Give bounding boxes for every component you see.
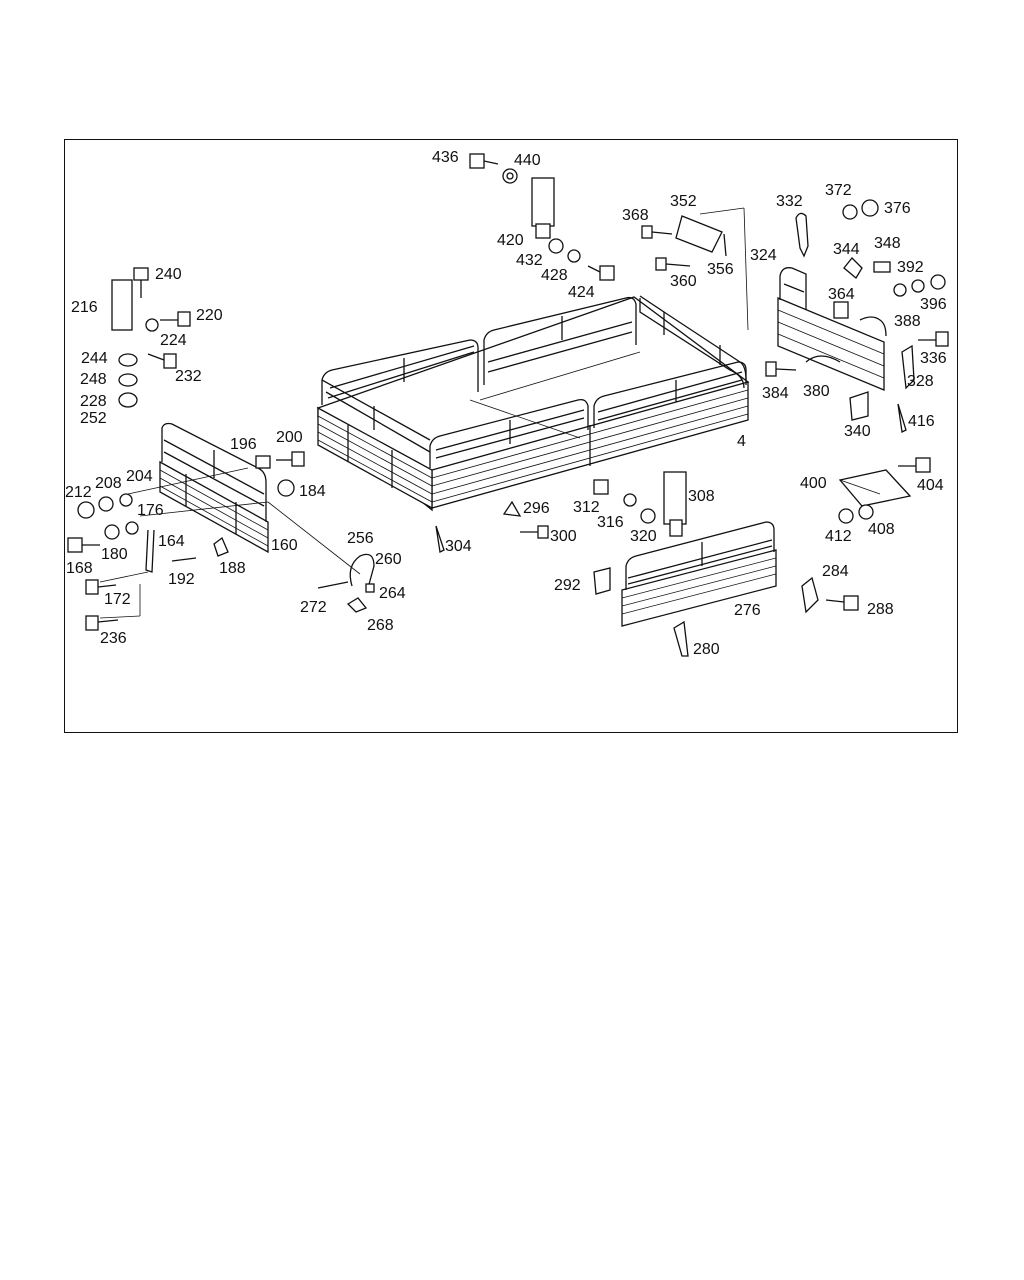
label-308: 308 bbox=[688, 488, 715, 505]
label-356: 356 bbox=[707, 261, 734, 278]
label-252: 252 bbox=[80, 410, 107, 427]
label-340: 340 bbox=[844, 423, 871, 440]
label-216: 216 bbox=[71, 299, 98, 316]
label-260: 260 bbox=[375, 551, 402, 568]
label-404: 404 bbox=[917, 477, 944, 494]
label-368: 368 bbox=[622, 207, 649, 224]
label-300: 300 bbox=[550, 528, 577, 545]
label-256: 256 bbox=[347, 530, 374, 547]
label-280: 280 bbox=[693, 641, 720, 658]
left-end-gate bbox=[159, 422, 269, 554]
label-296: 296 bbox=[523, 500, 550, 517]
cargo-platform-body bbox=[316, 295, 750, 512]
label-220: 220 bbox=[196, 307, 223, 324]
label-420: 420 bbox=[497, 232, 524, 249]
label-232: 232 bbox=[175, 368, 202, 385]
label-244: 244 bbox=[81, 350, 108, 367]
part-number-labels: 436 440 420 432 428 424 352 368 360 356 … bbox=[65, 149, 947, 658]
label-288: 288 bbox=[867, 601, 894, 618]
diagram-frame bbox=[64, 139, 958, 733]
label-432: 432 bbox=[516, 252, 543, 269]
label-440: 440 bbox=[514, 152, 541, 169]
label-248: 248 bbox=[80, 371, 107, 388]
label-416: 416 bbox=[908, 413, 935, 430]
label-316: 316 bbox=[597, 514, 624, 531]
label-412: 412 bbox=[825, 528, 852, 545]
label-208: 208 bbox=[95, 475, 122, 492]
label-184: 184 bbox=[299, 483, 326, 500]
label-376: 376 bbox=[884, 200, 911, 217]
label-4: 4 bbox=[737, 433, 746, 450]
label-224: 224 bbox=[160, 332, 187, 349]
label-276: 276 bbox=[734, 602, 761, 619]
label-292: 292 bbox=[554, 577, 581, 594]
label-436: 436 bbox=[432, 149, 459, 166]
label-424: 424 bbox=[568, 284, 595, 301]
label-168: 168 bbox=[66, 560, 93, 577]
label-396: 396 bbox=[920, 296, 947, 313]
label-264: 264 bbox=[379, 585, 406, 602]
label-400: 400 bbox=[800, 475, 827, 492]
label-360: 360 bbox=[670, 273, 697, 290]
label-364: 364 bbox=[828, 286, 855, 303]
label-192: 192 bbox=[168, 571, 195, 588]
label-200: 200 bbox=[276, 429, 303, 446]
label-180: 180 bbox=[101, 546, 128, 563]
label-164: 164 bbox=[158, 533, 185, 550]
side-gate-panel bbox=[777, 267, 887, 391]
label-212: 212 bbox=[65, 484, 92, 501]
label-236: 236 bbox=[100, 630, 127, 647]
hardware-parts bbox=[67, 153, 949, 657]
label-196: 196 bbox=[230, 436, 257, 453]
label-176: 176 bbox=[137, 502, 164, 519]
label-380: 380 bbox=[803, 383, 830, 400]
label-392: 392 bbox=[897, 259, 924, 276]
label-336: 336 bbox=[920, 350, 947, 367]
label-272: 272 bbox=[300, 599, 327, 616]
label-172: 172 bbox=[104, 591, 131, 608]
label-408: 408 bbox=[868, 521, 895, 538]
right-end-gate bbox=[621, 521, 777, 627]
label-304: 304 bbox=[445, 538, 472, 555]
label-332: 332 bbox=[776, 193, 803, 210]
label-428: 428 bbox=[541, 267, 568, 284]
label-268: 268 bbox=[367, 617, 394, 634]
label-388: 388 bbox=[894, 313, 921, 330]
label-284: 284 bbox=[822, 563, 849, 580]
label-348: 348 bbox=[874, 235, 901, 252]
label-372: 372 bbox=[825, 182, 852, 199]
label-228: 228 bbox=[80, 393, 107, 410]
label-384: 384 bbox=[762, 385, 789, 402]
label-324: 324 bbox=[750, 247, 777, 264]
label-320: 320 bbox=[630, 528, 657, 545]
label-352: 352 bbox=[670, 193, 697, 210]
label-240: 240 bbox=[155, 266, 182, 283]
label-204: 204 bbox=[126, 468, 153, 485]
label-312: 312 bbox=[573, 499, 600, 516]
label-160: 160 bbox=[271, 537, 298, 554]
label-328: 328 bbox=[907, 373, 934, 390]
label-344: 344 bbox=[833, 241, 860, 258]
label-188: 188 bbox=[219, 560, 246, 577]
